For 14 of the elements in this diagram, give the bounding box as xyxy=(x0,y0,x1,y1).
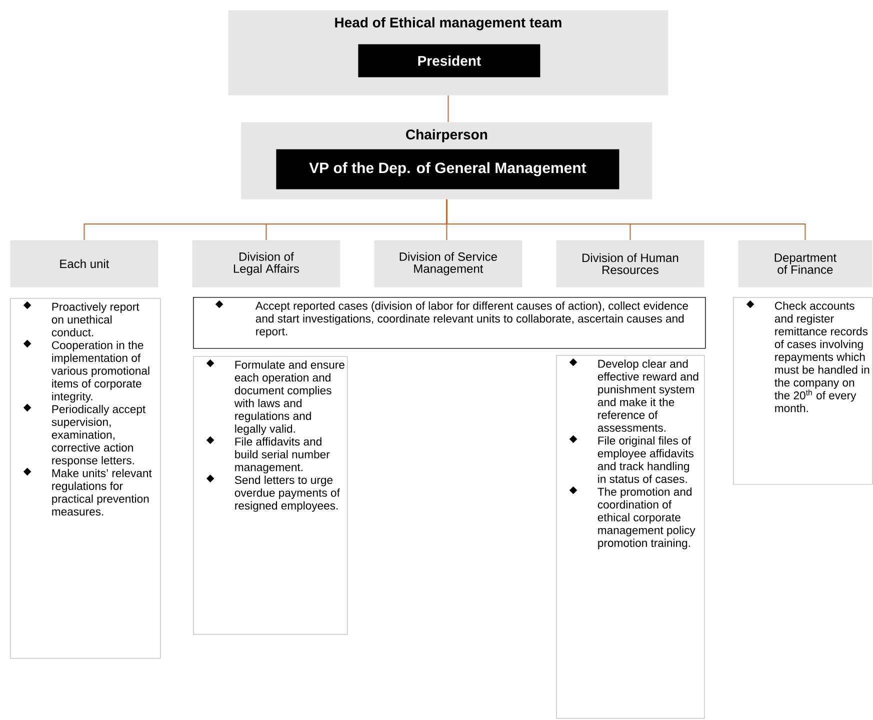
title-box: President xyxy=(358,44,540,78)
duty-list-box: Develop clear and effective reward and punishment system and make it the reference of assessments. File original files of employee affidavits and track handling in status of cases. The promotion and coordination of ethical corporate management policy promotion training. xyxy=(556,355,705,719)
connector-line xyxy=(448,94,449,122)
unit-box: Division of Human Resources xyxy=(556,240,704,288)
duty-list-box: Check accounts and register remittance records of cases involving repayments which must be handled in the company on the 20$^{th}$ of every month. xyxy=(733,297,873,485)
duty-list-box: Proactively report on unethical conduct. Cooperation in the implementation of various promotional items of corporate integrity. Periodically accept supervision, examination, corrective action response letters. Make units’ relevant regulations for practical prevention measures. xyxy=(10,298,161,659)
unit-box: Division of Legal Affairs xyxy=(192,240,340,288)
title-box: VP of the Dep. of General Management xyxy=(276,149,620,190)
unit-box: Department of Finance xyxy=(738,240,872,288)
duty-list-box: Accept reported cases (division of labor for different causes of action), collect evidence and start investigations, coordinate relevant units to collaborate, ascertain causes and report. xyxy=(193,297,706,349)
unit-box: Division of Service Management xyxy=(374,240,522,288)
duty-list-box: Formulate and ensure each operation and document complies with laws and regulations and legally valid. File affidavits and build serial number management. Send letters to urge overdue payments of resigned employees. xyxy=(193,356,348,635)
unit-box: Each unit xyxy=(10,240,158,288)
connector-line xyxy=(446,198,806,240)
